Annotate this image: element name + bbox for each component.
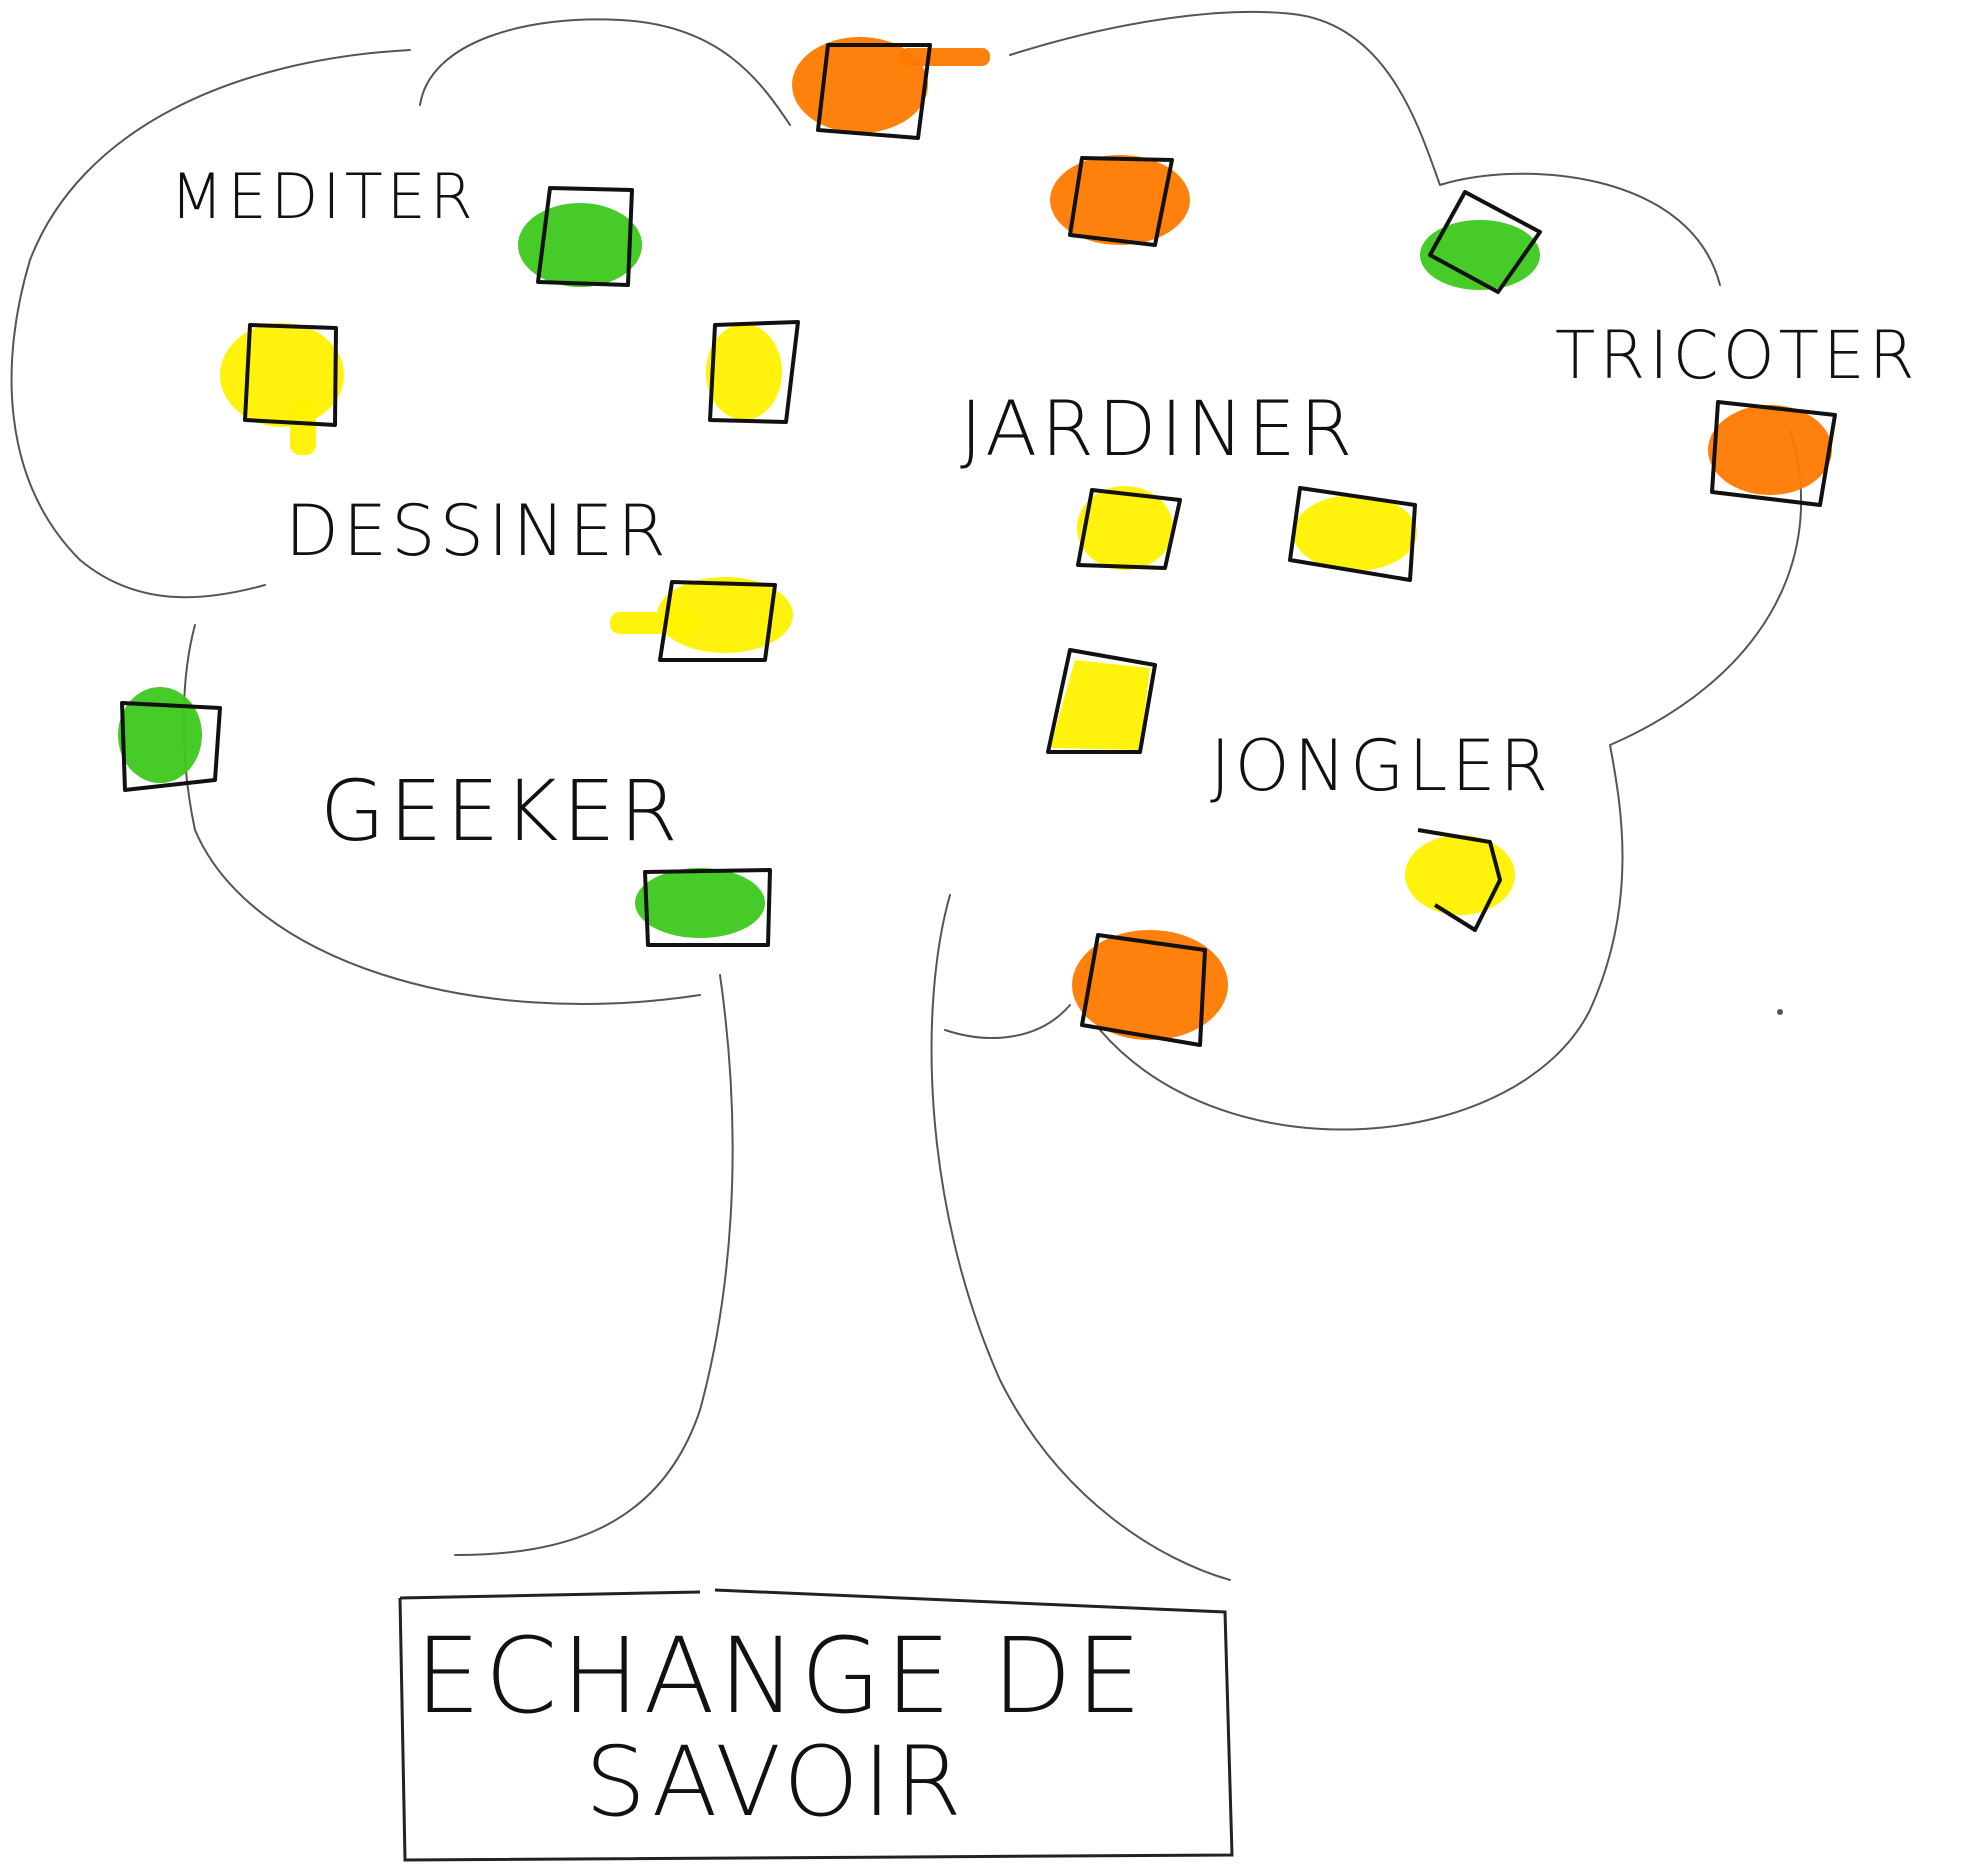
trunk-left <box>454 974 734 1556</box>
leaf-jongler <box>1405 828 1515 932</box>
root-title-line1: ECHANGE DE <box>415 1615 1146 1737</box>
leaf-jardiner-1 <box>1076 486 1182 570</box>
label-tricoter: TRICOTER <box>1555 317 1919 394</box>
leaf-left-2 <box>706 320 800 424</box>
label-geeker: GEEKER <box>320 762 682 860</box>
leaf-bottom <box>1072 930 1228 1047</box>
root-title-line2: SAVOIR <box>585 1726 966 1838</box>
leaf-upper-mid <box>1050 155 1190 247</box>
leaf-far-left <box>118 687 222 792</box>
trunk-notch <box>944 1004 1071 1039</box>
leaf-left-1 <box>220 323 344 455</box>
label-jardiner: JARDINER <box>960 384 1357 473</box>
crown-right-lobe <box>1099 429 1803 1131</box>
leaf-tricoter <box>1708 400 1837 507</box>
crown-top-left <box>419 18 791 126</box>
leaf-dessiner <box>610 577 793 662</box>
label-dessiner: DESSINER <box>285 490 670 572</box>
crown-left-lobe <box>10 49 411 599</box>
leaves <box>118 37 1837 1047</box>
labels: MEDITER DESSINER GEEKER JARDINER TRICOTE… <box>170 160 1919 860</box>
label-jongler: JONGLER <box>1210 725 1552 807</box>
root-box: ECHANGE DE SAVOIR <box>398 1588 1234 1862</box>
leaf-jardiner-2 <box>1288 486 1417 582</box>
trunk-right <box>930 894 1231 1581</box>
leaf-upper-right <box>1420 190 1542 294</box>
leaf-mediter <box>518 186 642 287</box>
root-box-frame <box>398 1588 1234 1862</box>
label-mediter: MEDITER <box>170 160 477 233</box>
leaf-geeker <box>635 868 772 947</box>
leaf-mid <box>1046 648 1157 754</box>
stray-dot <box>1777 1009 1783 1015</box>
crown-top-right <box>1009 10 1721 286</box>
leaf-top-center <box>792 37 990 140</box>
